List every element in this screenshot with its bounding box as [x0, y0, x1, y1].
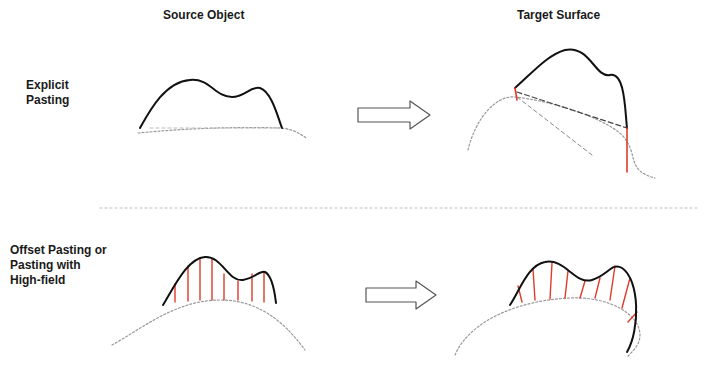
target-surface: [468, 97, 655, 178]
pasted-object: [515, 49, 627, 128]
offset-lines: [518, 263, 637, 322]
row-heading: Offset Pasting or Pasting with High-fiel…: [10, 243, 130, 288]
source-object: [140, 80, 282, 128]
source-object: [163, 257, 276, 305]
row-heading: Explicit Pasting: [26, 78, 88, 108]
column-heading: Source Object: [163, 8, 293, 23]
pasted-object: [510, 262, 636, 352]
divider-line: [100, 208, 700, 209]
target-surface: [455, 298, 640, 356]
transfer-arrow: [358, 101, 430, 129]
base-line: [517, 97, 592, 155]
offset-line: [515, 88, 517, 100]
base-line: [150, 128, 280, 129]
column-heading: Target Surface: [517, 8, 647, 23]
source-surface: [138, 128, 306, 138]
source-surface: [112, 300, 305, 350]
transfer-arrow: [366, 281, 436, 309]
offset-line: [626, 128, 628, 172]
